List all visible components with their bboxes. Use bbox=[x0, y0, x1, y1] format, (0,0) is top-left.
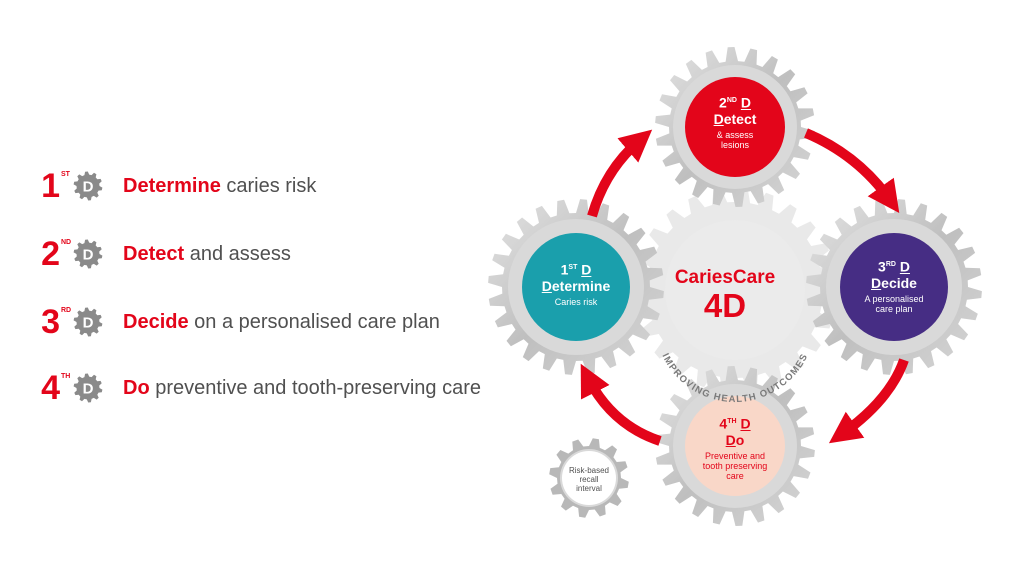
arrow-detect-to-decide bbox=[804, 128, 900, 214]
list-item-detect: 2 ND D Detect and assess bbox=[38, 234, 291, 274]
determine-label: 1ST D Determine Caries risk bbox=[541, 261, 611, 307]
step-number: 1 bbox=[41, 167, 60, 205]
decide-label: 3RD D Decide A personalised care plan bbox=[864, 258, 924, 314]
step-ordinal: RD bbox=[61, 307, 72, 314]
svg-text:D: D bbox=[83, 179, 94, 196]
d-gear-icon: D bbox=[73, 171, 103, 201]
svg-text:D: D bbox=[83, 315, 94, 332]
arrow-do-to-determine bbox=[580, 363, 662, 446]
d-gear-icon: D bbox=[73, 373, 103, 403]
center-disc bbox=[665, 220, 805, 360]
d-gear-icon: D bbox=[73, 307, 103, 337]
arrow-decide-to-do bbox=[828, 358, 909, 444]
detect-label: 2ND D Detect & assess lesions bbox=[713, 94, 757, 150]
d-gear-icon: D bbox=[73, 239, 103, 269]
decide-circle bbox=[840, 233, 948, 341]
list-item-determine: 1 ST D Determine caries risk bbox=[38, 166, 316, 206]
do-label: 4TH D Do Preventive and tooth preserving… bbox=[702, 415, 768, 481]
step-number: 3 bbox=[41, 303, 60, 341]
step-text: Determine caries risk bbox=[123, 174, 317, 197]
step-text: Decide on a personalised care plan bbox=[123, 310, 440, 333]
center-4d: 4D bbox=[703, 287, 747, 324]
recall-label: Risk-based recall interval bbox=[568, 466, 609, 493]
list-item-do: 4 TH D Do preventive and tooth-preservin… bbox=[38, 368, 481, 408]
step-ordinal: ND bbox=[61, 239, 72, 246]
svg-text:D: D bbox=[83, 381, 94, 398]
detect-circle bbox=[685, 77, 785, 177]
list-item-decide: 3 RD D Decide on a personalised care pla… bbox=[38, 302, 440, 342]
step-ordinal: ST bbox=[61, 171, 70, 178]
step-number: 4 bbox=[41, 369, 60, 407]
step-text: Detect and assess bbox=[123, 242, 291, 265]
step-number: 2 bbox=[41, 235, 60, 273]
svg-text:D: D bbox=[83, 247, 94, 264]
arrow-determine-to-detect bbox=[587, 129, 653, 218]
do-circle bbox=[685, 396, 785, 496]
step-ordinal: TH bbox=[61, 373, 71, 380]
determine-circle bbox=[522, 233, 630, 341]
center-title: CariesCare bbox=[674, 267, 776, 288]
step-text: Do preventive and tooth-preserving care bbox=[123, 376, 481, 399]
recall-gear bbox=[549, 438, 629, 518]
